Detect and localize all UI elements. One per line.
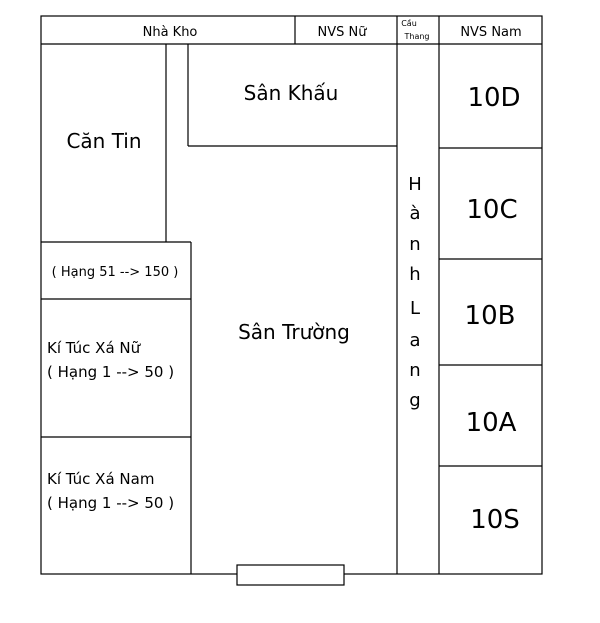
hanh-lang-letter: L [410, 298, 420, 319]
room-10s-label: 10S [470, 505, 520, 535]
nvs-nam-label: NVS Nam [460, 25, 521, 40]
room-10b-label: 10B [465, 301, 516, 331]
ktx-nu-label: Kí Túc Xá Nữ [47, 339, 142, 357]
hanh-lang-letter: n [409, 234, 420, 255]
hanh-lang-letter: h [409, 264, 420, 285]
hanh-lang-letter: à [409, 203, 420, 224]
room-10c-label: 10C [466, 195, 517, 225]
ktx-nu-rank-label: ( Hạng 1 --> 50 ) [47, 363, 174, 381]
san-khau-label: Sân Khấu [244, 81, 339, 105]
room-10a-label: 10A [466, 408, 517, 438]
cau-thang-label-1: Cầu [401, 18, 417, 28]
hang-51-150-label: ( Hạng 51 --> 150 ) [52, 265, 179, 280]
can-tin-label: Căn Tin [66, 129, 141, 153]
nvs-nu-label: NVS Nữ [318, 25, 368, 40]
nha-kho-label: Nhà Kho [143, 25, 198, 40]
ktx-nam-rank-label: ( Hạng 1 --> 50 ) [47, 494, 174, 512]
ktx-nam-label: Kí Túc Xá Nam [47, 470, 154, 488]
hanh-lang-letter: g [409, 390, 420, 411]
room-10d-label: 10D [467, 83, 520, 113]
hanh-lang-letter: H [408, 174, 422, 195]
hanh-lang-letter: a [409, 330, 420, 351]
main-gate [236, 564, 345, 586]
cau-thang-label-2: Thang [403, 32, 429, 41]
san-truong-label: Sân Trường [238, 320, 350, 344]
hanh-lang-letter: n [409, 360, 420, 381]
